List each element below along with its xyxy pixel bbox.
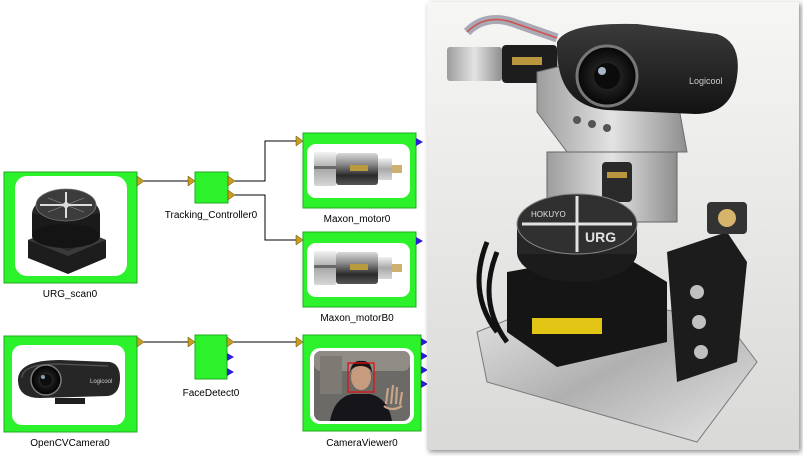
maxon-in-port[interactable] — [295, 135, 304, 147]
maxonB-in-port[interactable] — [295, 234, 304, 246]
sensor-brand: HOKUYO — [531, 210, 566, 219]
tracking-out-port-1[interactable] — [227, 175, 236, 187]
viewer-label: CameraViewer0 — [326, 438, 398, 449]
component-body — [194, 334, 228, 380]
svg-text:Logicool: Logicool — [90, 379, 112, 385]
viewer-out-port-1[interactable] — [421, 338, 428, 346]
camera-view-person-icon — [314, 351, 410, 421]
viewer-in-port[interactable] — [295, 336, 304, 348]
maxonB-label: Maxon_motorB0 — [320, 313, 394, 324]
component-opencv-camera[interactable]: Logicool OpenCVCamera0 — [3, 335, 145, 449]
robot-photo-illustration: Logicool URG HOKUYO — [427, 2, 799, 450]
face-in-port[interactable] — [187, 336, 196, 348]
urg-label: URG_scan0 — [43, 289, 98, 300]
face-label: FaceDetect0 — [183, 388, 240, 399]
component-urg-scan[interactable]: URG_scan0 — [3, 171, 145, 300]
cables — [476, 241, 510, 344]
component-face-detect[interactable]: FaceDetect0 — [183, 334, 240, 399]
component-tracking-controller[interactable]: Tracking_Controller0 — [165, 171, 258, 221]
robot-photo: Logicool URG HOKUYO — [427, 2, 799, 450]
wires — [141, 140, 301, 343]
face-out-port-1[interactable] — [226, 336, 235, 348]
wire-tracking-to-maxonB — [233, 194, 301, 241]
face-out-port-2[interactable] — [227, 353, 234, 361]
opencv-label: OpenCVCamera0 — [30, 438, 110, 449]
viewer-out-port-2[interactable] — [421, 352, 428, 360]
sensor-model: URG — [585, 229, 616, 245]
urg-sensor: URG HOKUYO — [507, 193, 667, 367]
webcam: Logicool — [556, 23, 738, 114]
component-maxon-motor[interactable]: Maxon_motor0 — [295, 132, 423, 225]
maxon-motor-icon — [314, 152, 402, 186]
face-out-port-3[interactable] — [227, 368, 234, 376]
wire-tracking-to-maxon — [233, 140, 301, 182]
hokuyo-urg-sensor-icon — [28, 188, 106, 274]
webcam-brand: Logicool — [689, 76, 723, 86]
tracking-out-port-2[interactable] — [227, 189, 236, 201]
urg-out-port[interactable] — [136, 175, 145, 187]
maxon-out-port[interactable] — [416, 138, 423, 146]
maxon-label: Maxon_motor0 — [324, 214, 391, 225]
switch-panel — [667, 202, 747, 382]
webcam-icon: Logicool — [18, 360, 120, 404]
component-maxon-motor-b[interactable]: Maxon_motorB0 — [295, 231, 423, 324]
tracking-label: Tracking_Controller0 — [165, 210, 258, 221]
component-camera-viewer[interactable]: CameraViewer0 — [295, 334, 428, 449]
component-body — [194, 171, 229, 204]
viewer-out-port-3[interactable] — [421, 366, 428, 374]
viewer-out-port-4[interactable] — [421, 380, 428, 388]
maxon-motor-icon — [314, 251, 402, 285]
opencv-out-port[interactable] — [136, 336, 145, 348]
tracking-in-port[interactable] — [187, 175, 196, 187]
maxonB-out-port[interactable] — [416, 237, 423, 245]
rt-system-diagram: URG_scan0 Tracking_Controller0 Maxon_mot… — [3, 132, 428, 449]
